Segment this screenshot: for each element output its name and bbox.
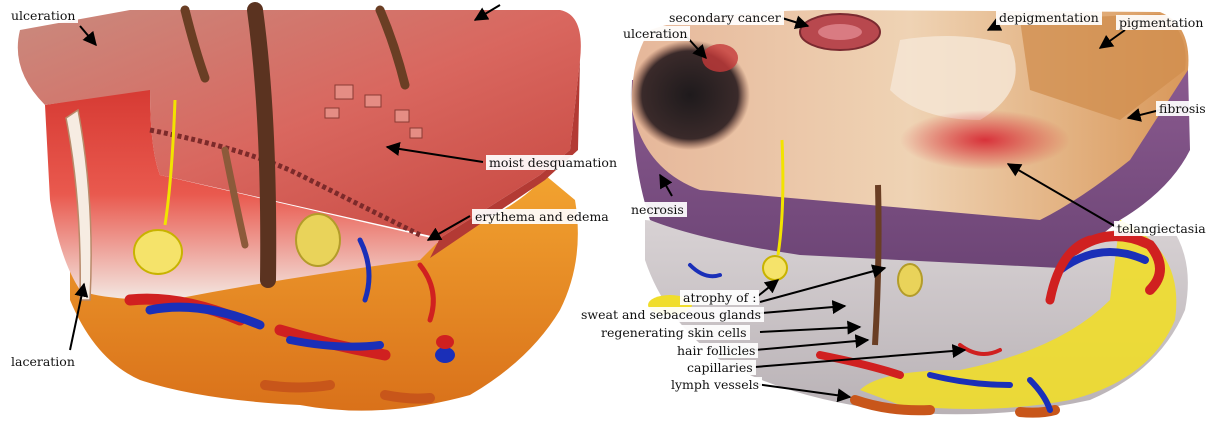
- label-telangiectasia: telangiectasia: [1114, 221, 1209, 236]
- telangiectasia-patch: [900, 110, 1070, 170]
- hair-follicle-atrophic: [875, 185, 879, 345]
- label-depigmentation: depigmentation: [996, 10, 1102, 25]
- label-moist-desquamation: moist desquamation: [486, 155, 620, 170]
- vessel-cross-section: [435, 347, 455, 363]
- label-atrophy-of: atrophy of :: [680, 290, 759, 305]
- label-ulceration-right: ulceration: [620, 26, 690, 41]
- vessel-cross-section: [436, 335, 454, 349]
- label-hair-follicles: hair follicles: [674, 343, 758, 358]
- sebaceous-gland: [296, 214, 340, 266]
- sebaceous-gland-atrophic: [898, 264, 922, 296]
- label-erythema-edema: erythema and edema: [472, 209, 612, 224]
- sweat-gland-atrophic: [763, 256, 787, 280]
- ulceration-spot: [702, 44, 738, 72]
- label-lymph-vessels: lymph vessels: [668, 377, 762, 392]
- label-secondary-cancer: secondary cancer: [666, 10, 784, 25]
- label-necrosis: necrosis: [628, 202, 687, 217]
- label-pigmentation: pigmentation: [1116, 15, 1206, 30]
- label-regenerating-cells: regenerating skin cells: [598, 325, 750, 340]
- label-ulceration-left: ulceration: [8, 8, 78, 23]
- label-sweat-glands: sweat and sebaceous glands: [578, 307, 764, 322]
- label-laceration: laceration: [8, 354, 78, 369]
- sweat-gland: [134, 230, 182, 274]
- label-capillaries: capillaries: [684, 360, 756, 375]
- secondary-cancer-core: [818, 24, 862, 40]
- label-fibrosis: fibrosis: [1156, 101, 1209, 116]
